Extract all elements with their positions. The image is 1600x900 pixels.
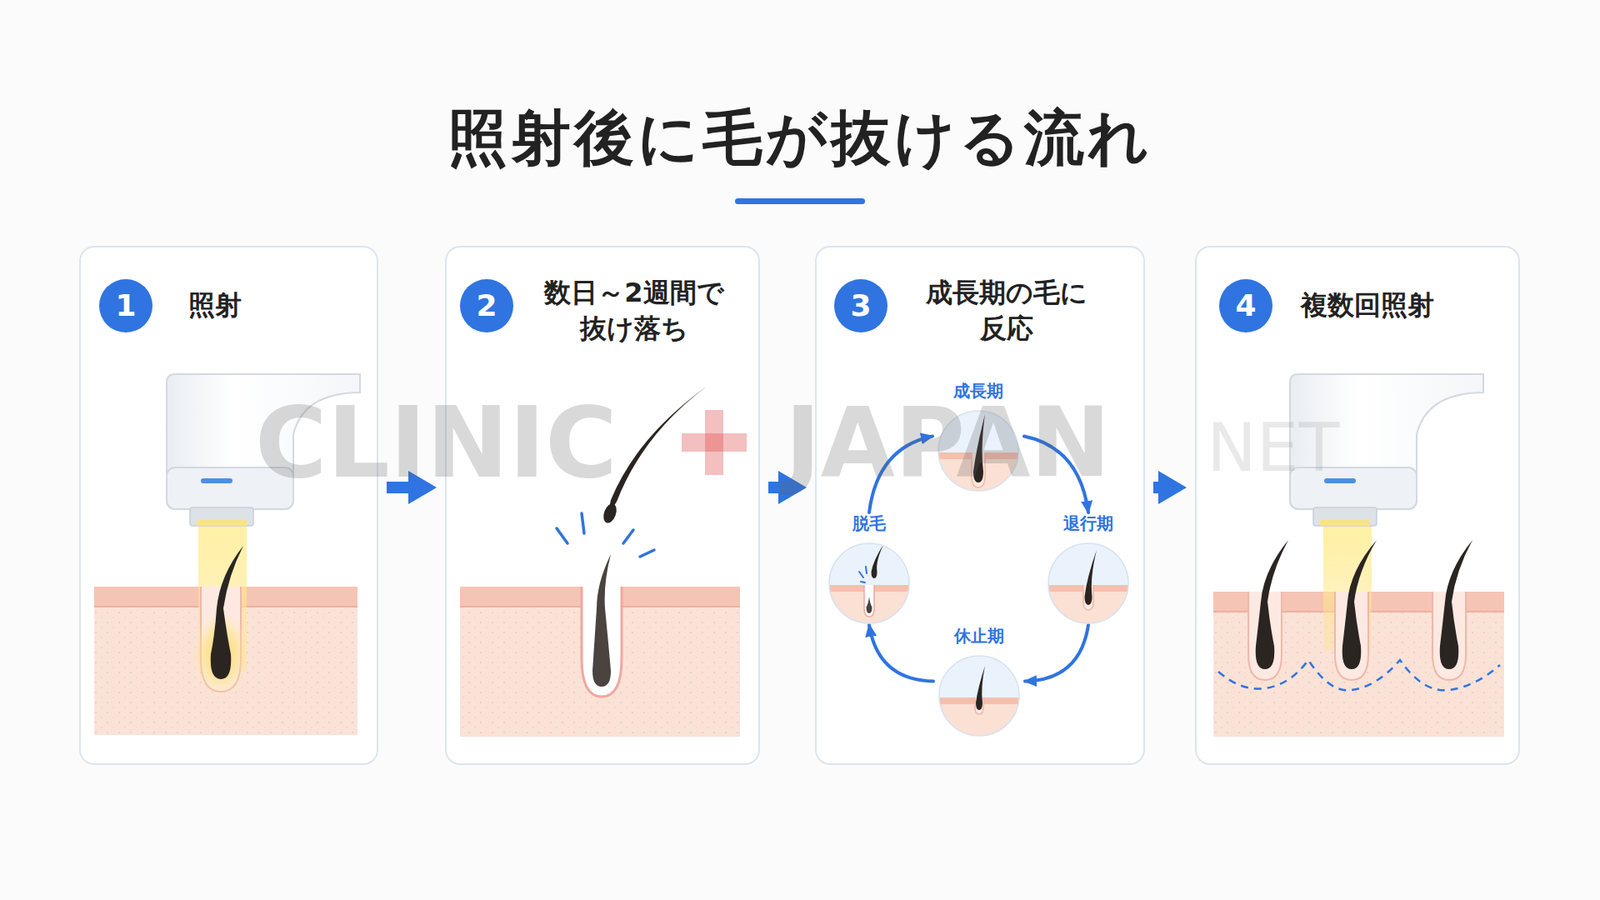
hair-follicle xyxy=(192,545,250,698)
step-card: 数日～2週間で 抜け落ち 2 xyxy=(445,245,760,765)
step-number-circle: 2 xyxy=(460,279,514,333)
step-number-circle: 4 xyxy=(1219,279,1273,333)
flow-arrow xyxy=(869,625,934,682)
stage-label: 休止期 xyxy=(933,625,1025,647)
step-heading: 成長期の毛に 反応 xyxy=(902,275,1111,347)
callout-number: 1 xyxy=(115,290,136,321)
hair-cycle-stage: 退行期 xyxy=(1042,512,1135,625)
empty-follicle xyxy=(581,554,622,697)
hair-cycle-stage: 休止期 xyxy=(933,625,1025,738)
stage-circle xyxy=(827,541,911,625)
watermark-plus xyxy=(681,410,747,475)
callout-number: 3 xyxy=(850,290,871,321)
burst-lines xyxy=(556,513,655,557)
title-underline xyxy=(735,198,865,205)
hair-follicles xyxy=(1248,540,1473,680)
step-card: 成長期の毛に 反応3成長期退行期休止期脱毛 xyxy=(815,245,1145,765)
flow-arrow xyxy=(768,481,779,494)
flow-arrow xyxy=(1025,625,1089,682)
card-grounds xyxy=(79,245,1520,765)
step-card: 照射 1 xyxy=(79,245,379,765)
dashed-root-line xyxy=(1218,660,1500,690)
watermark-text: CLINIC xyxy=(255,393,618,492)
step-heading: 照射 xyxy=(188,287,242,324)
hair-cycle-stage: 脱毛 xyxy=(823,512,915,625)
callout-number: 4 xyxy=(1235,290,1256,321)
watermark-text: NET xyxy=(1206,415,1340,482)
watermark-text: JAPAN xyxy=(785,395,1111,491)
stage-circle xyxy=(937,654,1021,738)
step-card: 複数回照射 4 xyxy=(1195,245,1520,765)
callout-number: 2 xyxy=(475,290,497,321)
step-heading: 複数回照射 xyxy=(1300,287,1435,324)
step-heading: 数日～2週間で 抜け落ち xyxy=(530,275,739,347)
step-number-circle: 3 xyxy=(834,279,888,333)
flow-arrow xyxy=(1153,481,1159,494)
step-number-circle: 1 xyxy=(99,279,153,333)
diagram-title: 照射後に毛が抜ける流れ xyxy=(0,100,1600,175)
stage-circle xyxy=(1046,541,1130,625)
stage-label: 脱毛 xyxy=(823,512,915,535)
stage-label: 退行期 xyxy=(1042,512,1135,535)
